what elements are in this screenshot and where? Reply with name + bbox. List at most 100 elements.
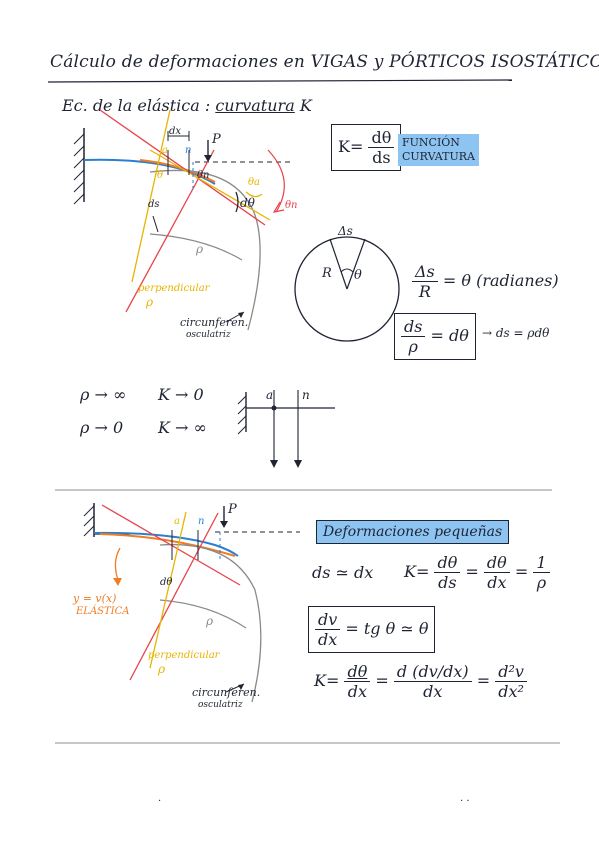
wall-hatch bbox=[73, 133, 85, 205]
ds-rho-num: ds bbox=[401, 317, 426, 337]
arc-relation: Δs R = θ (radianes) bbox=[412, 262, 559, 301]
theta-n-label: θn bbox=[285, 200, 298, 211]
perpendicular-line-n bbox=[149, 149, 271, 221]
function-label-line-2: CURVATURA bbox=[402, 150, 475, 163]
d2-point-a-label: a bbox=[174, 516, 180, 527]
elastic-curve-label-2: ELÁSTICA bbox=[76, 606, 130, 617]
limit-rho-infinity: ρ → ∞ bbox=[80, 385, 127, 404]
circle-arc-label: Δs bbox=[338, 224, 353, 238]
tg-fraction: dv dx bbox=[315, 610, 341, 649]
rho-label: ρ bbox=[196, 242, 204, 256]
ds-approx-dx: ds ≃ dx bbox=[312, 563, 374, 582]
subtitle-prefix: Ec. de la elástica : bbox=[62, 96, 211, 115]
osculating-circle bbox=[149, 169, 261, 331]
k-final-f3: d²v dx² bbox=[495, 662, 527, 701]
theta-a-label: θa bbox=[248, 177, 260, 188]
footer-mark-left: · bbox=[158, 796, 162, 807]
d2-perpendicular-label: perpendicular bbox=[148, 650, 220, 661]
tg-num: dv bbox=[315, 610, 341, 630]
circle-radius-label: R bbox=[322, 266, 332, 281]
ds-rho-arrow: → ds = ρdθ bbox=[482, 326, 550, 340]
arc-fraction: Δs R bbox=[412, 262, 438, 301]
k-final-f1: dθ dx bbox=[344, 662, 371, 701]
perpendicular-rho-label: ρ bbox=[146, 295, 154, 309]
k-chain-lhs: K= bbox=[404, 562, 430, 581]
d2-force-p-label: P bbox=[228, 502, 237, 517]
curvature-den: ds bbox=[372, 148, 391, 167]
arc-den: R bbox=[418, 282, 431, 301]
k-chain-f2-den: dx bbox=[487, 573, 507, 592]
osculating-circle-label-2: osculatriz bbox=[186, 330, 231, 340]
k-final-f3-den: dx² bbox=[498, 682, 524, 701]
tangent-line-n bbox=[125, 149, 215, 313]
theta-n-small-label: θn bbox=[197, 170, 210, 181]
ds-rho-fraction: ds ρ bbox=[401, 317, 426, 356]
d2-rho-label: ρ bbox=[206, 614, 214, 628]
small-beam-n-label: n bbox=[302, 388, 310, 402]
limit-k-zero: K → 0 bbox=[158, 385, 204, 404]
footer-mark-right: · · bbox=[460, 796, 470, 807]
force-p-label: P bbox=[212, 132, 221, 147]
k-final-f2-num: d (dv/dx) bbox=[393, 662, 472, 682]
k-chain: K= dθ ds = dθ dx = 1 ρ bbox=[404, 553, 550, 592]
perpendicular-line-a bbox=[131, 109, 171, 283]
k-final-eq1: = bbox=[375, 671, 389, 690]
tg-den: dx bbox=[318, 630, 338, 649]
k-chain-f1-num: dθ bbox=[434, 553, 461, 573]
k-chain-f3-num: 1 bbox=[533, 553, 550, 573]
curvature-num: dθ bbox=[368, 128, 395, 148]
page-title: Cálculo de deformaciones en VIGAS y PÓRT… bbox=[50, 52, 599, 72]
ds-rho-den: ρ bbox=[408, 337, 418, 356]
k-chain-eq2: = bbox=[514, 562, 529, 581]
subtitle-symbol: K bbox=[299, 96, 312, 115]
osculating-circle-label-1: circunferen. bbox=[180, 316, 249, 329]
curvature-formula-box: K= dθ ds bbox=[331, 124, 402, 171]
curvature-k: K= bbox=[338, 137, 364, 156]
k-final-f2: d (dv/dx) dx bbox=[393, 662, 472, 701]
theta-n-arc bbox=[267, 149, 285, 213]
function-label-line-1: FUNCIÓN bbox=[402, 136, 460, 149]
point-a-label: a bbox=[162, 145, 168, 156]
ds-rho-box: ds ρ = dθ bbox=[394, 313, 476, 360]
k-chain-f3-den: ρ bbox=[536, 573, 547, 592]
point-n-label: n bbox=[185, 145, 192, 156]
d2-point-n-label: n bbox=[198, 516, 205, 527]
arc-rhs: = θ (radianes) bbox=[442, 271, 559, 290]
k-final-f2-den: dx bbox=[423, 682, 443, 701]
dx-label: dx bbox=[169, 126, 182, 137]
arc-num: Δs bbox=[412, 262, 438, 282]
d-theta-label: dθ bbox=[240, 196, 255, 210]
subtitle-curvatura: curvatura bbox=[215, 96, 295, 115]
k-final-lhs: K= bbox=[314, 671, 340, 690]
k-final-f1-den: dx bbox=[347, 682, 368, 701]
k-chain-f2-num: dθ bbox=[483, 553, 510, 573]
perpendicular-label: perpendicular bbox=[138, 283, 210, 294]
k-final-eq2: = bbox=[476, 671, 491, 690]
k-final-f1-num: dθ bbox=[344, 662, 371, 682]
small-deformations-label: Deformaciones pequeñas bbox=[316, 520, 510, 544]
ds-label: ds bbox=[148, 199, 160, 210]
k-chain-f3: 1 ρ bbox=[533, 553, 550, 592]
elastic-curve-label-1: y = v(x) bbox=[73, 592, 117, 605]
k-chain-f2: dθ dx bbox=[483, 553, 510, 592]
curvature-fraction: dθ ds bbox=[368, 128, 395, 167]
radius-line bbox=[149, 233, 243, 261]
k-chain-eq1: = bbox=[465, 562, 479, 581]
circle-theta-label: θ bbox=[354, 268, 362, 283]
d2-osculating-label-2: osculatriz bbox=[198, 700, 243, 710]
ds-rho-rhs: = dθ bbox=[430, 326, 469, 345]
k-final-f3-num: d²v bbox=[495, 662, 527, 682]
subtitle: Ec. de la elástica : curvatura K bbox=[62, 96, 312, 115]
d2-perpendicular-rho-label: ρ bbox=[158, 662, 166, 676]
d2-osculating-label-1: circunferen. bbox=[192, 686, 261, 699]
elastic-curve bbox=[139, 159, 216, 183]
function-curvatura-label: FUNCIÓN CURVATURA bbox=[398, 134, 479, 166]
tg-relation-box: dv dx = tg θ ≃ θ bbox=[308, 606, 436, 653]
